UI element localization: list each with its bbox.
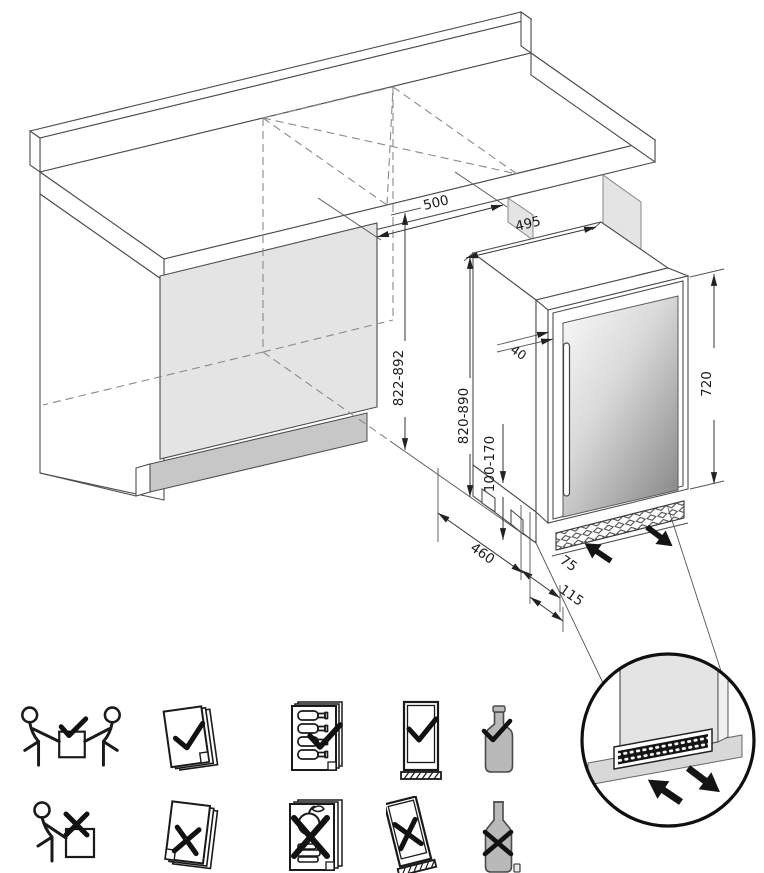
dim-label-door-height: 720 bbox=[699, 371, 715, 397]
icon-store-bottles-horizontally bbox=[291, 701, 343, 771]
detail-door-edge bbox=[717, 654, 729, 743]
dim-label-appliance-width: 495 bbox=[514, 213, 543, 235]
dim-label-niche-height: 822-892 bbox=[391, 350, 407, 406]
door-glass bbox=[562, 295, 679, 518]
icon-store-food-prohibited bbox=[289, 799, 343, 871]
dim-label-niche-width: 500 bbox=[422, 192, 451, 214]
dim-label-plinth-recess: 115 bbox=[556, 582, 586, 610]
dim-appliance-height: 820-890 bbox=[456, 257, 474, 497]
icon-transport-tilted-prohibited bbox=[386, 796, 438, 873]
dim-door-projection: 40 bbox=[496, 331, 554, 363]
icon-carry-alone-prohibited bbox=[33, 801, 96, 863]
plinth-end-cap bbox=[135, 463, 151, 497]
detail-air-intake-arrow bbox=[647, 779, 683, 805]
icon-discard-manual-prohibited bbox=[164, 800, 219, 870]
horizontal-bottle-icons bbox=[297, 710, 343, 760]
unit-door bbox=[547, 275, 689, 524]
icon-store-open-bottles-prohibited bbox=[482, 801, 521, 873]
dim-niche-width: 500 bbox=[317, 171, 508, 241]
dim-label-plinth-height: 100-170 bbox=[482, 436, 498, 492]
detail-air-exhaust-arrow bbox=[685, 765, 720, 793]
ventilation-grille bbox=[551, 500, 689, 557]
dim-label-appliance-depth: 460 bbox=[467, 540, 497, 568]
instruction-icons bbox=[21, 700, 521, 873]
detail-projection-lines bbox=[534, 507, 722, 684]
airflow-arrows bbox=[584, 524, 673, 564]
left-cabinet bbox=[39, 192, 378, 501]
wine-cooler-unit bbox=[471, 221, 690, 557]
icon-store-sealed-bottles bbox=[481, 705, 514, 773]
cork-icon bbox=[513, 863, 521, 873]
door-handle bbox=[562, 342, 571, 497]
dim-plinth-height: 100-170 bbox=[482, 424, 507, 540]
icon-carry-with-two-people bbox=[21, 706, 121, 767]
countertop-assembly bbox=[28, 10, 657, 283]
cabinet-front-panel bbox=[159, 222, 378, 460]
icon-transport-upright bbox=[400, 700, 442, 780]
dim-door-height: 720 bbox=[689, 268, 725, 490]
icon-keep-instruction-manual bbox=[162, 705, 219, 771]
dim-appliance-width: 495 bbox=[463, 213, 602, 262]
dim-label-door-projection: 40 bbox=[508, 342, 530, 363]
vent-detail-circle bbox=[580, 652, 756, 828]
air-intake-arrow bbox=[584, 543, 613, 564]
cabinet-end-panel bbox=[39, 192, 165, 501]
dim-label-appliance-height: 820-890 bbox=[456, 388, 472, 444]
dim-niche-height: 822-892 bbox=[390, 207, 422, 450]
dimensions: 500 495 822-892 820-890 40 bbox=[317, 171, 725, 632]
backsplash bbox=[28, 10, 533, 174]
unit-foot-front bbox=[481, 487, 496, 514]
dim-label-vent-clearance: 75 bbox=[557, 552, 580, 575]
air-exhaust-arrow bbox=[645, 524, 673, 547]
